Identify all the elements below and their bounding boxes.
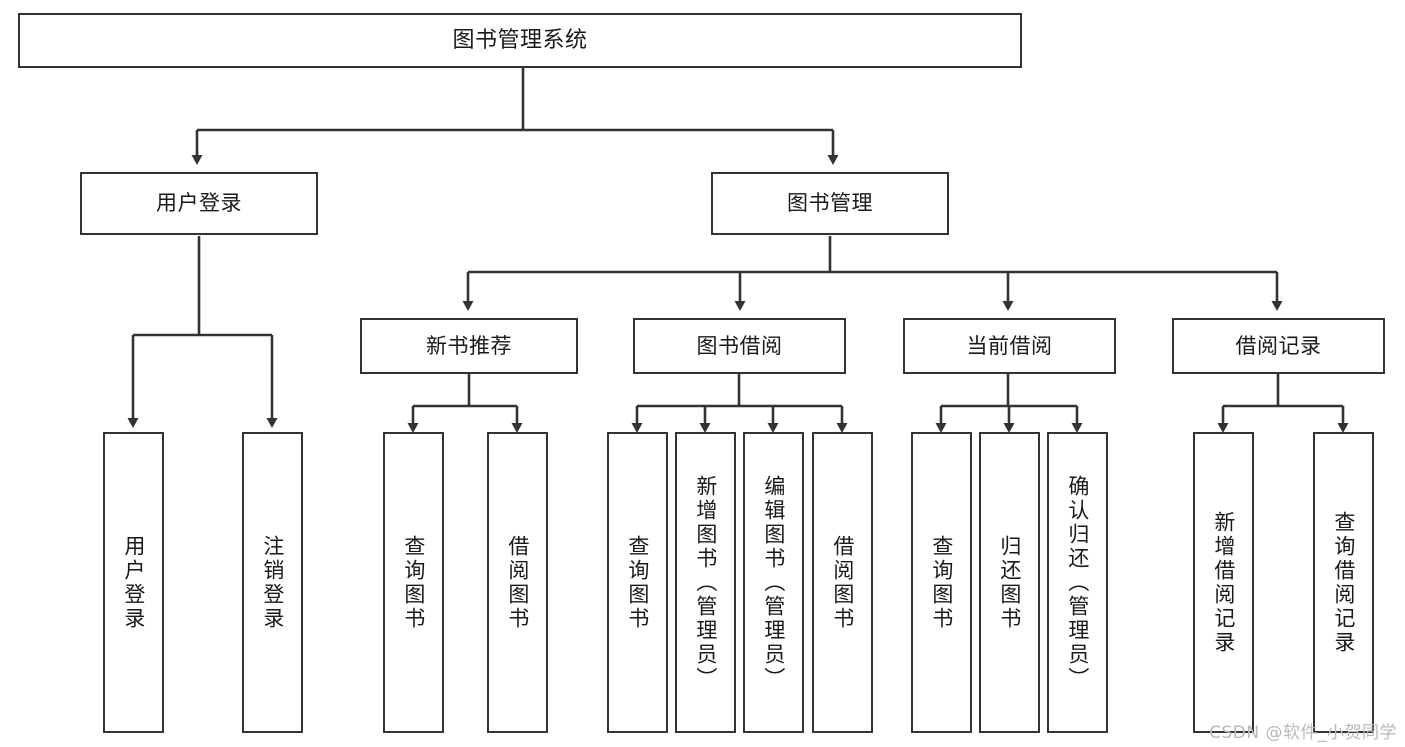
node-label: 查询图书 [625, 534, 650, 631]
leaf-confirm-return-admin[interactable]: 确认归还（管理员） [1047, 432, 1108, 733]
node-label: 借阅记录 [1235, 333, 1322, 358]
node-label: 当前借阅 [966, 333, 1053, 358]
node-label: 新增借阅记录 [1211, 510, 1236, 655]
node-user-login[interactable]: 用户登录 [80, 172, 318, 235]
node-label: 编辑图书（管理员） [761, 474, 786, 691]
node-label: 用户登录 [156, 191, 242, 216]
leaf-logout[interactable]: 注销登录 [242, 432, 303, 733]
node-label: 图书借阅 [696, 333, 783, 358]
leaf-query-books-recommend[interactable]: 查询图书 [383, 432, 444, 733]
csdn-watermark: CSDN @软件_小贺同学 [1209, 723, 1397, 743]
node-borrow-records[interactable]: 借阅记录 [1172, 318, 1385, 374]
node-label: 确认归还（管理员） [1065, 474, 1090, 691]
leaf-query-borrow-record[interactable]: 查询借阅记录 [1313, 432, 1374, 733]
leaf-add-borrow-record[interactable]: 新增借阅记录 [1193, 432, 1254, 733]
node-label: 用户登录 [121, 534, 146, 631]
node-label: 注销登录 [260, 534, 285, 631]
leaf-borrow-books-recommend[interactable]: 借阅图书 [487, 432, 548, 733]
node-label: 查询图书 [401, 534, 426, 631]
node-label: 查询图书 [929, 534, 954, 631]
leaf-return-books[interactable]: 归还图书 [979, 432, 1040, 733]
node-label: 归还图书 [997, 534, 1022, 631]
node-label: 图书管理系统 [452, 27, 588, 53]
leaf-query-books-current[interactable]: 查询图书 [911, 432, 972, 733]
node-new-book-recommend[interactable]: 新书推荐 [360, 318, 578, 374]
node-book-borrow[interactable]: 图书借阅 [633, 318, 846, 374]
leaf-add-book-admin[interactable]: 新增图书（管理员） [675, 432, 736, 733]
node-label: 图书管理 [787, 191, 873, 216]
node-label: 借阅图书 [505, 534, 530, 631]
leaf-user-login[interactable]: 用户登录 [103, 432, 164, 733]
node-label: 查询借阅记录 [1331, 510, 1356, 655]
leaf-borrow-books[interactable]: 借阅图书 [812, 432, 873, 733]
leaf-edit-book-admin[interactable]: 编辑图书（管理员） [743, 432, 804, 733]
node-label: 借阅图书 [830, 534, 855, 631]
node-label: 新书推荐 [426, 333, 512, 358]
node-label: 新增图书（管理员） [693, 474, 718, 691]
node-current-borrow[interactable]: 当前借阅 [903, 318, 1116, 374]
leaf-query-books-borrow[interactable]: 查询图书 [607, 432, 668, 733]
node-book-management[interactable]: 图书管理 [711, 172, 949, 235]
node-root-book-management-system[interactable]: 图书管理系统 [18, 13, 1022, 68]
